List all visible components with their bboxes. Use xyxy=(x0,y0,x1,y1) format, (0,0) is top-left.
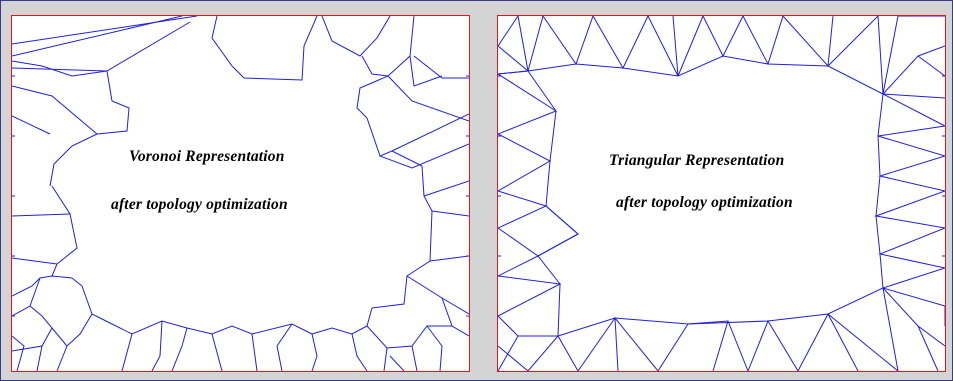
triangular-mesh xyxy=(498,16,945,371)
triangular-panel: Triangular Representation after topology… xyxy=(497,15,946,372)
triangular-title: Triangular Representation xyxy=(609,152,785,169)
voronoi-title: Voronoi Representation xyxy=(129,148,285,165)
voronoi-mesh xyxy=(12,16,469,371)
triangular-subtitle: after topology optimization xyxy=(616,194,793,211)
voronoi-subtitle: after topology optimization xyxy=(111,196,288,213)
voronoi-panel: Voronoi Representation after topology op… xyxy=(11,15,470,372)
